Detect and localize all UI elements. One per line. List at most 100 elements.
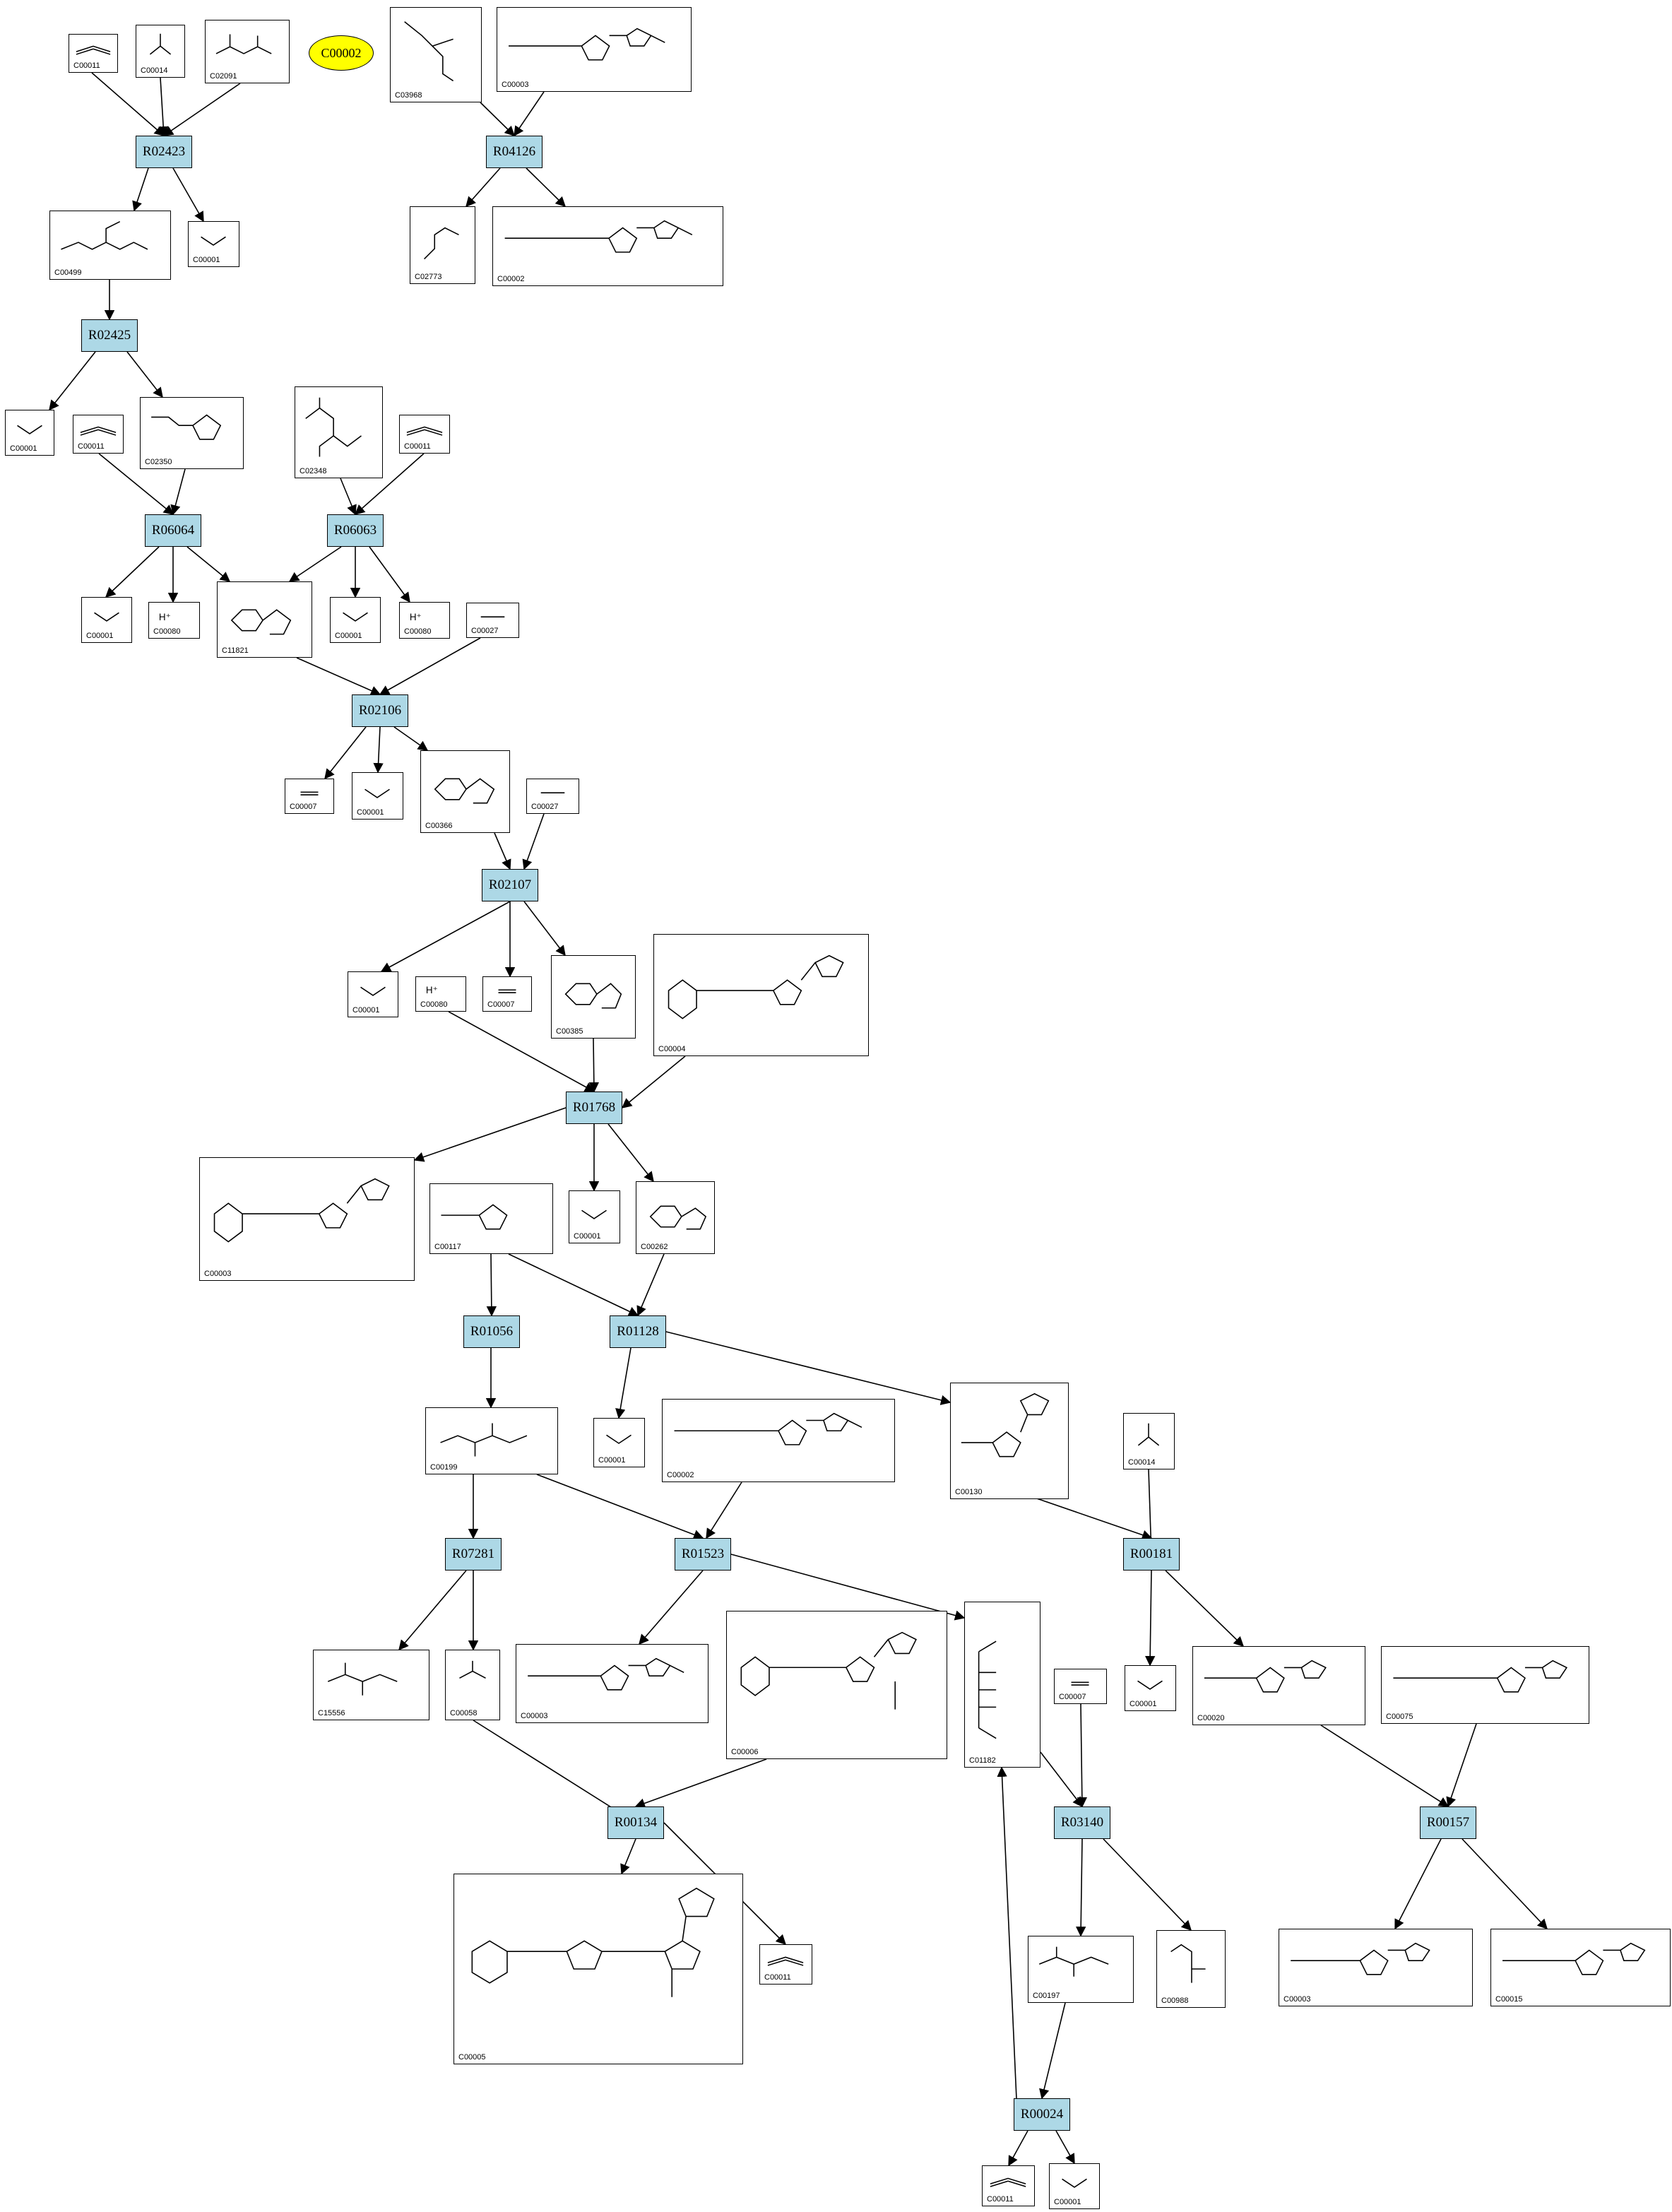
reaction-arrow: [514, 91, 545, 137]
compound-node[interactable]: C00001: [569, 1190, 620, 1243]
compound-node[interactable]: C00003: [1279, 1929, 1473, 2006]
compound-node[interactable]: C00011: [759, 1944, 812, 1985]
molecule-structure-icon: [978, 1640, 997, 1739]
compound-node[interactable]: C01182: [964, 1602, 1040, 1768]
compound-node[interactable]: C02348: [295, 386, 383, 478]
compound-node[interactable]: C00020: [1192, 1646, 1365, 1725]
reaction-node[interactable]: R00157: [1420, 1806, 1476, 1839]
reaction-arrow: [172, 167, 204, 223]
reaction-arrow: [523, 901, 566, 957]
compound-id: C00011: [78, 442, 105, 451]
reaction-arrow: [324, 726, 367, 780]
compound-node[interactable]: C00027: [526, 779, 579, 814]
reaction-arrow: [466, 167, 501, 208]
compound-node[interactable]: C00001: [5, 410, 54, 456]
compound-node[interactable]: C00001: [81, 597, 132, 643]
compound-node[interactable]: C00002: [662, 1399, 895, 1482]
reaction-arrow: [1165, 1570, 1245, 1648]
reaction-arrow: [588, 1038, 600, 1093]
compound-node[interactable]: C00002: [492, 206, 723, 286]
compound-node[interactable]: C00005: [453, 1874, 743, 2064]
reaction-node[interactable]: R00181: [1123, 1538, 1180, 1571]
compound-node[interactable]: C00001: [352, 772, 403, 820]
reaction-arrow: [288, 546, 342, 582]
compound-node[interactable]: C02773: [410, 206, 475, 284]
compound-node[interactable]: C00011: [982, 2165, 1035, 2206]
compound-node[interactable]: C00001: [1125, 1665, 1176, 1711]
compound-node[interactable]: C00988: [1156, 1930, 1226, 2008]
compound-node[interactable]: C00003: [497, 7, 692, 92]
reaction-node[interactable]: R07281: [445, 1538, 502, 1571]
compound-node[interactable]: C02350: [140, 397, 244, 469]
reaction-arrow: [730, 1554, 966, 1621]
reaction-node[interactable]: R06064: [145, 514, 201, 547]
compound-id: C00001: [357, 808, 384, 817]
reaction-node[interactable]: R01128: [610, 1315, 666, 1348]
compound-node[interactable]: C00003: [199, 1157, 415, 1281]
reaction-node[interactable]: R01768: [566, 1092, 622, 1124]
compound-node[interactable]: C15556: [313, 1650, 429, 1720]
compound-node[interactable]: C00011: [73, 415, 124, 454]
compound-node[interactable]: C00015: [1490, 1929, 1671, 2006]
compound-id: C00011: [73, 61, 100, 70]
reaction-node[interactable]: R02423: [136, 136, 192, 168]
reaction-arrow: [1040, 1751, 1083, 1808]
target-compound[interactable]: C00002: [309, 35, 374, 71]
compound-node[interactable]: C11821: [217, 581, 312, 658]
compound-node[interactable]: C00011: [399, 415, 450, 454]
compound-node[interactable]: H⁺C00080: [148, 602, 200, 639]
compound-node[interactable]: C00001: [593, 1418, 645, 1467]
reaction-node[interactable]: R04126: [486, 136, 542, 168]
compound-node[interactable]: C00197: [1028, 1936, 1134, 2003]
reaction-node[interactable]: R00134: [607, 1806, 664, 1839]
reaction-node[interactable]: R02106: [352, 694, 408, 727]
compound-id: C00002: [497, 275, 525, 283]
reaction-node[interactable]: R01523: [675, 1538, 731, 1571]
compound-node[interactable]: C03968: [390, 7, 482, 102]
compound-id: C00003: [502, 81, 529, 89]
compound-node[interactable]: C00007: [482, 976, 532, 1012]
compound-node[interactable]: C00130: [950, 1383, 1069, 1499]
reaction-node[interactable]: R00024: [1014, 2098, 1070, 2131]
reaction-node[interactable]: R06063: [327, 514, 384, 547]
compound-id: C00003: [204, 1270, 232, 1278]
compound-node[interactable]: C00001: [330, 597, 381, 643]
compound-node[interactable]: C00006: [726, 1611, 947, 1759]
reaction-arrow: [621, 1055, 686, 1108]
compound-id: C00006: [731, 1748, 759, 1756]
compound-node[interactable]: H⁺C00080: [399, 602, 450, 639]
reaction-arrow: [620, 1838, 636, 1875]
compound-node[interactable]: C00003: [516, 1644, 708, 1723]
water-structure-icon: [581, 1209, 607, 1219]
reaction-node[interactable]: R01056: [463, 1315, 520, 1348]
compound-node[interactable]: C00001: [348, 971, 398, 1017]
compound-node[interactable]: C00058: [445, 1650, 500, 1720]
compound-node[interactable]: C00499: [49, 211, 171, 280]
compound-node[interactable]: C00014: [1123, 1413, 1175, 1469]
compound-node[interactable]: C00262: [636, 1181, 715, 1254]
reaction-node[interactable]: R03140: [1054, 1806, 1110, 1839]
compound-node[interactable]: C00011: [69, 34, 118, 73]
compound-node[interactable]: C00014: [136, 25, 185, 78]
compound-node[interactable]: C00007: [285, 779, 334, 814]
compound-node[interactable]: C00117: [429, 1183, 553, 1254]
compound-node[interactable]: H⁺C00080: [415, 976, 466, 1012]
reaction-arrow: [379, 637, 481, 695]
compound-node[interactable]: C00027: [466, 603, 519, 638]
compound-node[interactable]: C00004: [653, 934, 869, 1056]
compound-node[interactable]: C02091: [205, 20, 290, 83]
molecule-structure-icon: [564, 983, 622, 1009]
reaction-arrow: [639, 1570, 704, 1645]
compound-node[interactable]: C00001: [1049, 2163, 1100, 2209]
compound-node[interactable]: C00075: [1381, 1646, 1589, 1724]
compound-node[interactable]: C00007: [1054, 1669, 1107, 1704]
compound-node[interactable]: C00001: [188, 221, 239, 267]
reaction-node[interactable]: R02425: [81, 319, 138, 352]
svg-text:H⁺: H⁺: [426, 985, 438, 995]
compound-node[interactable]: C00366: [420, 750, 510, 833]
compound-node[interactable]: C00385: [551, 955, 636, 1039]
co2-structure-icon: [990, 2177, 1026, 2187]
reaction-node[interactable]: R02107: [482, 869, 538, 901]
oxygen-structure-icon: [1071, 1681, 1089, 1686]
compound-node[interactable]: C00199: [425, 1407, 558, 1474]
